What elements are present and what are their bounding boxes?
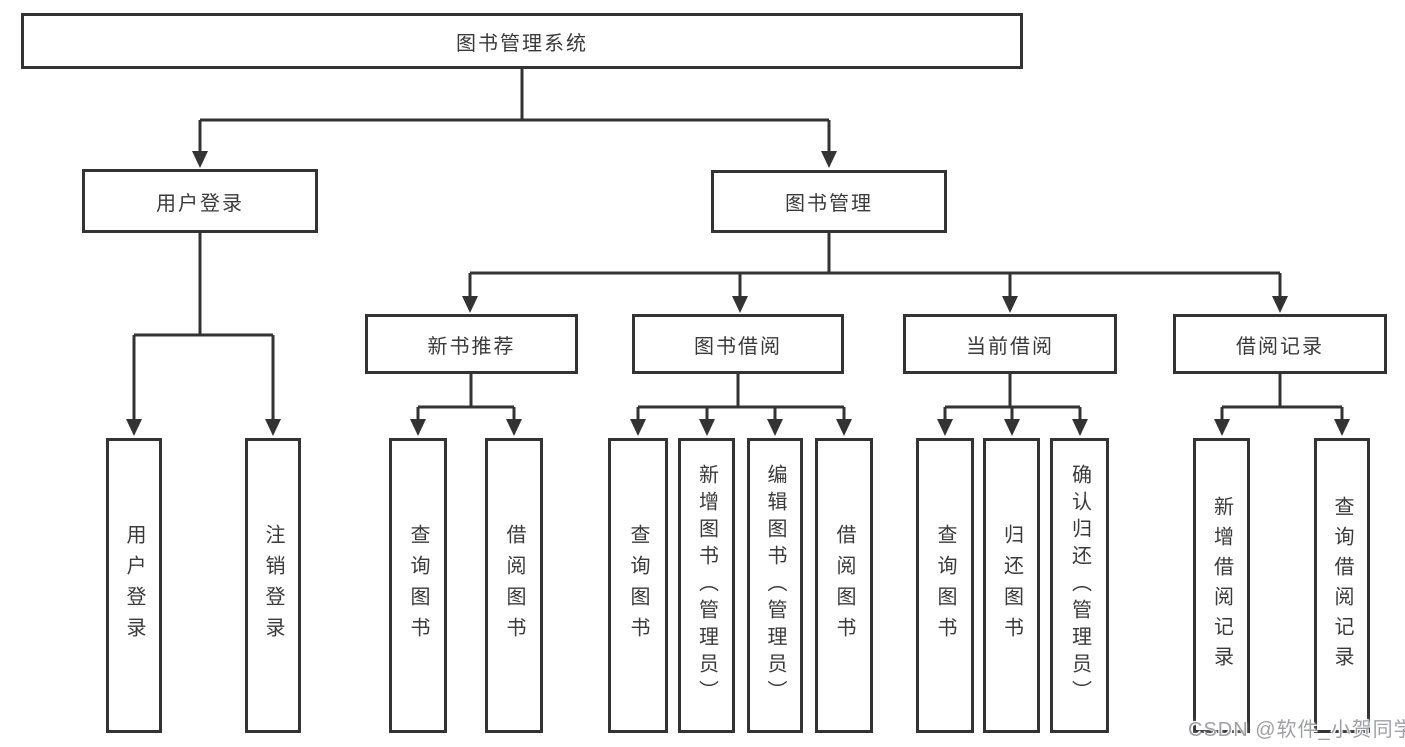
- connector-login: [132, 233, 275, 421]
- leaf-borrow-books-recommend: 借阅图书: [485, 438, 543, 733]
- leaf-return-books: 归还图书: [983, 438, 1040, 733]
- leaf-query-books-current: 查询图书: [916, 438, 974, 733]
- leaf-query-books-borrow: 查询图书: [608, 438, 668, 733]
- arrowheads: [126, 151, 1350, 436]
- leaf-borrow-books-borrow: 借阅图书: [815, 438, 873, 733]
- leaf-add-book-admin: 新增图书（管理员）: [678, 438, 735, 733]
- node-root: 图书管理系统: [21, 13, 1023, 69]
- leaf-query-books-recommend: 查询图书: [389, 438, 447, 733]
- csdn-watermark: CSDN @软件_小贺同学: [1188, 719, 1405, 741]
- connector-root: [198, 69, 831, 153]
- leaf-logout: 注销登录: [245, 438, 301, 733]
- node-current-borrow: 当前借阅: [903, 314, 1117, 374]
- connector-management: [468, 233, 1282, 298]
- node-book-borrow: 图书借阅: [632, 314, 844, 374]
- leaf-add-borrow-record: 新增借阅记录: [1193, 438, 1250, 733]
- leaf-query-borrow-record: 查询借阅记录: [1314, 438, 1370, 733]
- connector-records: [1220, 374, 1344, 421]
- leaf-user-login: 用户登录: [106, 438, 162, 733]
- connector-borrow: [636, 374, 846, 421]
- node-book-management: 图书管理: [711, 170, 947, 233]
- node-borrow-records: 借阅记录: [1173, 314, 1387, 374]
- leaf-edit-book-admin: 编辑图书（管理员）: [747, 438, 803, 733]
- node-new-book-recommend: 新书推荐: [365, 314, 578, 374]
- leaf-confirm-return-admin: 确认归还（管理员）: [1050, 438, 1109, 733]
- node-user-login: 用户登录: [82, 169, 318, 233]
- connector-current: [943, 374, 1082, 421]
- connector-newbook: [416, 374, 516, 421]
